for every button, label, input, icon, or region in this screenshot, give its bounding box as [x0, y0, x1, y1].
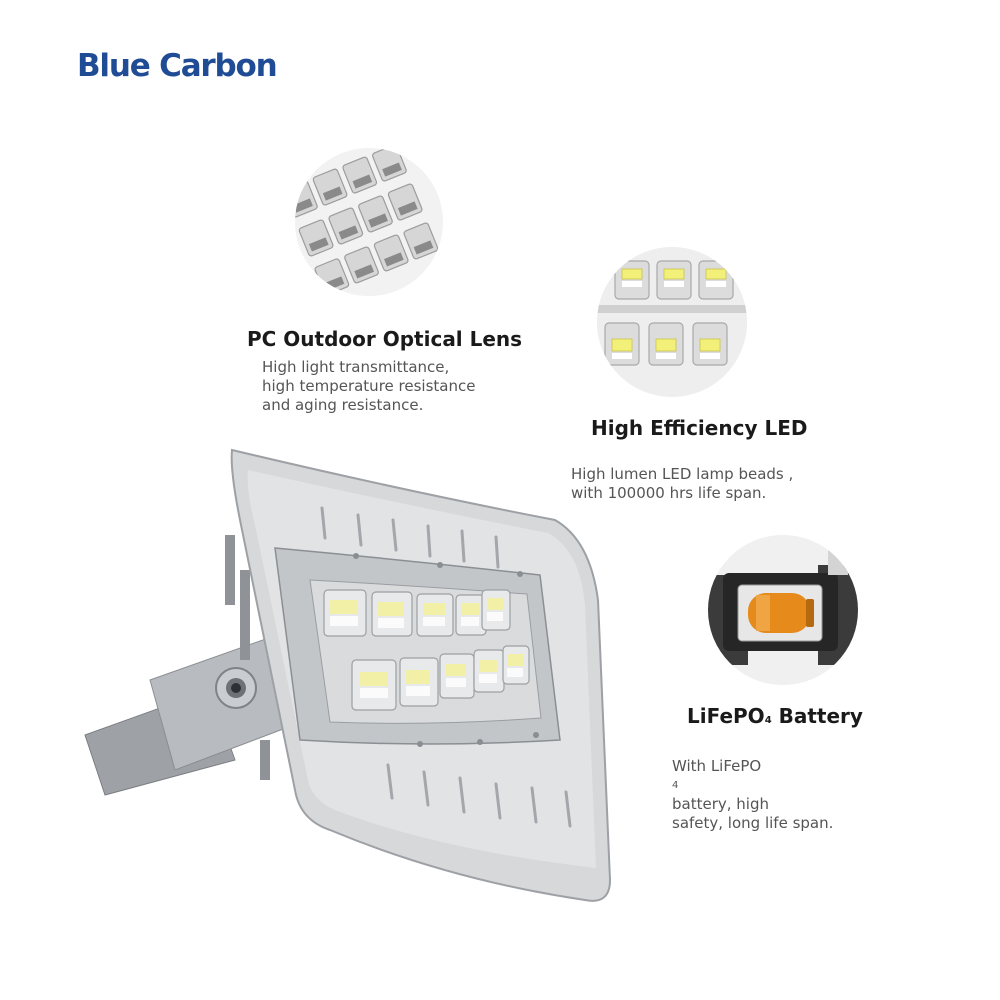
brand-logo: Blue Carbon	[77, 48, 278, 84]
feature-desc-line: and aging resistance.	[262, 396, 424, 414]
battery-title-rest: Battery	[771, 704, 863, 728]
feature-desc-line: High lumen LED lamp beads ,	[571, 465, 794, 483]
feature-desc-line: With LiFePO 4 battery, high	[672, 757, 833, 814]
feature-title-battery: LiFePO4 Battery	[687, 704, 863, 728]
feature-desc-line: high temperature resistance	[262, 377, 476, 395]
feature-title-lens: PC Outdoor Optical Lens	[247, 327, 523, 351]
battery-desc-b: battery, high	[672, 795, 769, 813]
battery-desc-a: With LiFePO	[672, 757, 762, 775]
feature-desc-line: High light transmittance,	[262, 358, 450, 376]
feature-desc-line: with 100000 hrs life span.	[571, 484, 767, 502]
feature-title-led: High Efficiency LED	[591, 416, 808, 440]
battery-title-sub: 4	[764, 715, 772, 726]
battery-title-main: LiFePO	[687, 704, 765, 728]
led-closeup-icon	[597, 247, 747, 397]
feature-desc-led: High lumen LED lamp beads , with 100000 …	[571, 465, 793, 503]
battery-closeup-icon	[708, 535, 858, 685]
feature-desc-battery: With LiFePO 4 battery, high safety, long …	[672, 757, 833, 833]
feature-desc-lens: High light transmittance, high temperatu…	[262, 358, 475, 415]
feature-desc-line: safety, long life span.	[672, 814, 834, 832]
battery-desc-sub: 4	[672, 780, 679, 791]
lens-closeup-icon	[295, 148, 443, 296]
